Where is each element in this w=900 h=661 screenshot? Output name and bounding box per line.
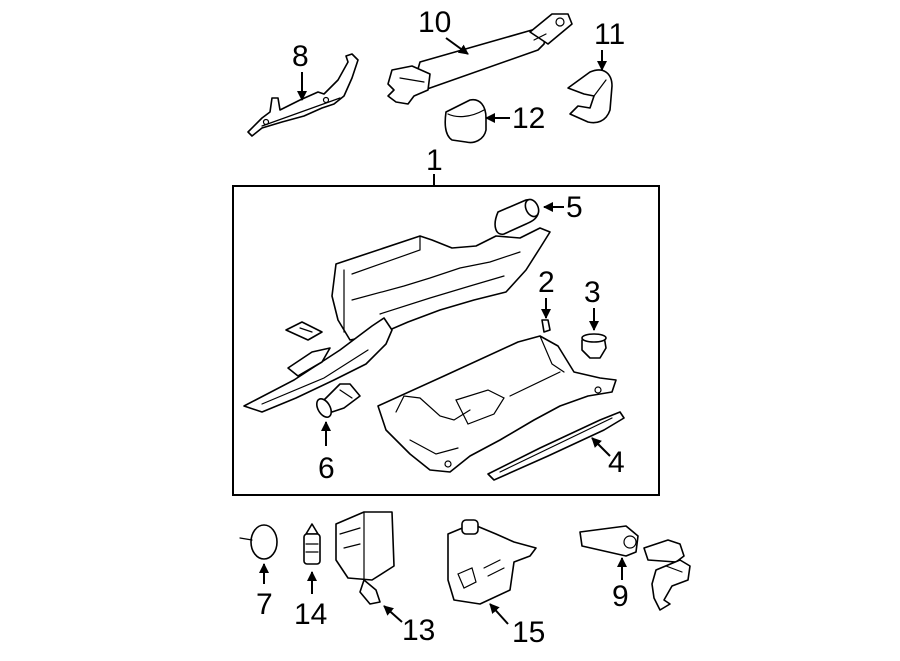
callout-1: 1 (426, 144, 443, 177)
lower-trim-strip[interactable] (243, 317, 393, 413)
callout-9: 9 (612, 580, 629, 613)
callout-7: 7 (256, 588, 273, 621)
callout-13: 13 (402, 614, 435, 647)
callout-2: 2 (538, 266, 555, 299)
part-7-lens[interactable] (239, 524, 278, 560)
clip-small[interactable] (285, 321, 323, 341)
part-5-bumper[interactable] (494, 197, 541, 236)
part-4-seal-strip[interactable] (487, 411, 625, 481)
leader-10 (445, 37, 469, 55)
callout-12: 12 (512, 102, 545, 135)
assembly-frame (232, 185, 660, 496)
leader-4 (591, 437, 611, 457)
part-6-push-pin[interactable] (314, 383, 361, 420)
part-2-pin[interactable] (541, 319, 551, 333)
leader-15 (489, 603, 509, 625)
callout-4: 4 (608, 446, 625, 479)
callout-5: 5 (566, 191, 583, 224)
glove-box-bin[interactable] (377, 335, 617, 473)
part-9-lock-cylinder[interactable] (579, 525, 691, 611)
callout-14: 14 (294, 598, 327, 631)
part-3-rubber-bumper[interactable] (581, 333, 607, 359)
part-10-damper[interactable] (387, 13, 573, 105)
leader-13 (383, 605, 403, 623)
part-8-bracket[interactable] (247, 53, 359, 137)
part-13-switch[interactable] (335, 511, 395, 605)
part-12-sleeve[interactable] (444, 98, 487, 144)
callout-8: 8 (292, 40, 309, 73)
part-14-bulb[interactable] (303, 523, 321, 565)
callout-6: 6 (318, 452, 335, 485)
callout-10: 10 (418, 6, 451, 39)
dash-panel[interactable] (331, 227, 551, 341)
callout-3: 3 (584, 276, 601, 309)
callout-15: 15 (512, 616, 545, 649)
callout-11: 11 (594, 18, 625, 51)
part-11-bracket[interactable] (567, 69, 613, 124)
part-15-housing[interactable] (447, 519, 537, 605)
